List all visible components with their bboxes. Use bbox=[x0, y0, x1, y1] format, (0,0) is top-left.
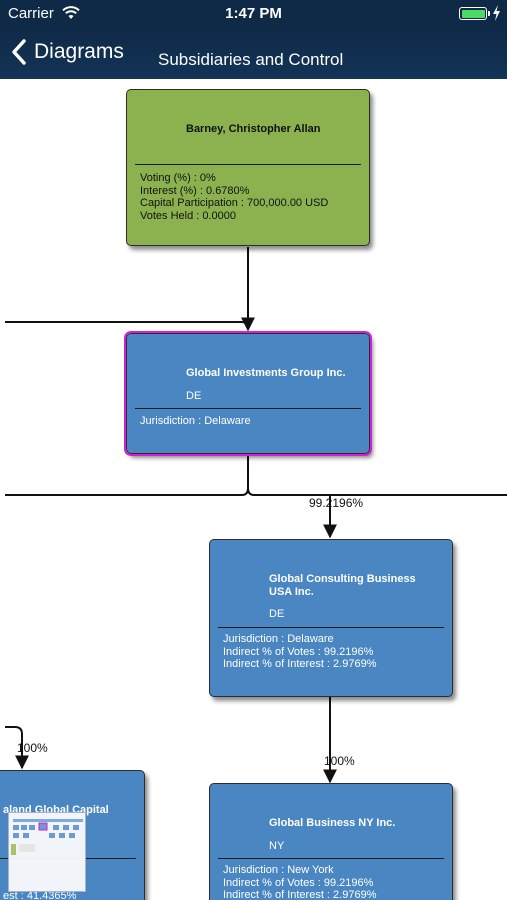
carrier-label: Carrier bbox=[8, 5, 54, 22]
node-title: Global Consulting Business USA Inc. bbox=[269, 573, 416, 598]
status-bar: Carrier 1:47 PM bbox=[0, 0, 507, 28]
battery-icon bbox=[459, 7, 487, 20]
minimap-thumbnail bbox=[11, 819, 83, 855]
diagram-minimap[interactable] bbox=[8, 812, 86, 892]
detail-line: Indirect % of Interest : 2.9769% bbox=[223, 658, 377, 670]
detail-line: est : 41.4365% bbox=[3, 890, 77, 900]
node-global-consulting-business[interactable]: Global Consulting Business USA Inc. DE J… bbox=[209, 539, 453, 697]
node-divider bbox=[218, 627, 444, 628]
node-title: Global Investments Group Inc. bbox=[186, 367, 346, 379]
edge-horizontal-bus-left bbox=[5, 487, 249, 496]
edge-left-to-gig bbox=[5, 321, 249, 329]
charging-bolt-icon bbox=[493, 5, 500, 21]
back-button-label: Diagrams bbox=[34, 40, 124, 63]
edge-label-partial: 100% bbox=[17, 741, 48, 755]
edge-horizontal-bus-right bbox=[247, 487, 507, 496]
detail-line: Jurisdiction : Delaware bbox=[140, 415, 251, 427]
detail-line: Voting (%) : 0% bbox=[140, 172, 216, 184]
node-title: Global Business NY Inc. bbox=[269, 817, 396, 829]
wifi-icon bbox=[62, 6, 80, 19]
edge-label-gcb: 99.2196% bbox=[309, 496, 364, 510]
node-global-business-ny[interactable]: Global Business NY Inc. NY Jurisdiction … bbox=[209, 783, 453, 900]
node-divider bbox=[218, 858, 444, 859]
connector-lines bbox=[5, 247, 507, 784]
node-details: est : 41.4365% bbox=[3, 890, 76, 900]
node-jurisdiction-code: NY bbox=[269, 840, 285, 852]
detail-line: Interest (%) : 0.6780% bbox=[140, 184, 250, 197]
node-details: Jurisdiction : Delaware Indirect % of Vo… bbox=[223, 633, 376, 671]
detail-line: Jurisdiction : Delaware bbox=[223, 633, 334, 645]
detail-line: Votes Held : 0.0000 bbox=[140, 209, 237, 222]
detail-line: Indirect % of Interest : 2.9769% bbox=[223, 889, 377, 900]
node-jurisdiction-code: DE bbox=[269, 608, 285, 620]
node-divider bbox=[135, 408, 361, 409]
node-details: Voting (%) : 0% Interest (%) : 0.6780% C… bbox=[140, 172, 328, 222]
clock: 1:47 PM bbox=[225, 5, 282, 22]
node-details: Jurisdiction : New York Indirect % of Vo… bbox=[223, 864, 376, 900]
detail-line: Indirect % of Votes : 99.2196% bbox=[223, 645, 374, 658]
node-details: Jurisdiction : Delaware bbox=[140, 415, 251, 428]
edge-label-gbny: 100% bbox=[324, 754, 355, 768]
chevron-left-icon bbox=[12, 39, 26, 65]
node-barney[interactable]: Barney, Christopher Allan Voting (%) : 0… bbox=[126, 89, 370, 246]
node-title: Barney, Christopher Allan bbox=[186, 123, 321, 135]
node-divider bbox=[135, 164, 361, 165]
diagram-canvas[interactable]: Barney, Christopher Allan Voting (%) : 0… bbox=[0, 79, 507, 900]
detail-line: Jurisdiction : New York bbox=[223, 864, 334, 876]
battery-tip bbox=[488, 11, 490, 16]
back-button[interactable]: Diagrams bbox=[10, 36, 124, 68]
page-title: Subsidiaries and Control bbox=[158, 50, 344, 69]
node-global-investments-group[interactable]: Global Investments Group Inc. DE Jurisdi… bbox=[124, 331, 372, 456]
node-jurisdiction-code: DE bbox=[186, 390, 202, 402]
detail-line: Indirect % of Votes : 99.2196% bbox=[223, 876, 374, 889]
navigation-bar: Diagrams Subsidiaries and Control bbox=[0, 28, 507, 79]
edge-to-partial bbox=[5, 726, 29, 770]
detail-line: Capital Participation : 700,000.00 USD bbox=[140, 197, 329, 209]
